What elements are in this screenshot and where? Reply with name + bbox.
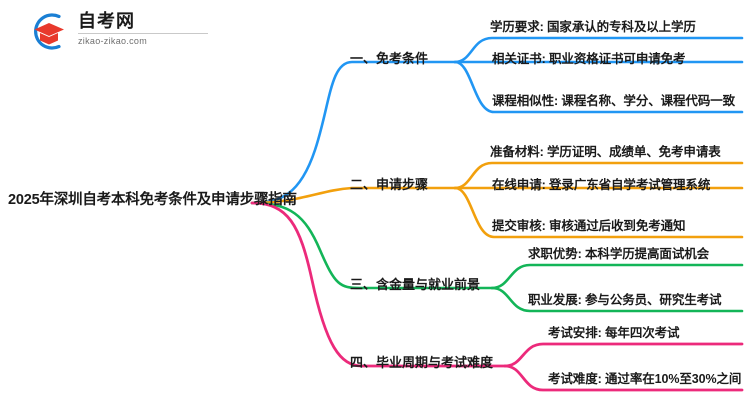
leaf-node-2-3[interactable]: 提交审核: 审核通过后收到免考通知 [492,219,686,233]
site-logo: 自考网 zikao-zikao.com [28,8,228,56]
leaf-node-2-1[interactable]: 准备材料: 学历证明、成绩单、免考申请表 [490,145,721,159]
branch-3-trunk [250,201,494,290]
branch-node-4[interactable]: 四、毕业周期与考试难度 [350,355,494,370]
leaf-node-1-3[interactable]: 课程相似性: 课程名称、学分、课程代码一致 [492,94,736,108]
leaf-node-3-2[interactable]: 职业发展: 参与公务员、研究生考试 [528,293,722,307]
mindmap-root-node[interactable]: 2025年深圳自考本科免考条件及申请步骤指南 [8,192,297,208]
logo-divider [78,33,208,34]
branch-4-leaf-1-connector [503,342,744,368]
branch-node-2[interactable]: 二、申请步骤 [350,177,429,192]
branch-3-leaf-1-connector [490,263,744,290]
leaf-node-4-1[interactable]: 考试安排: 每年四次考试 [548,326,680,340]
leaf-node-4-2[interactable]: 考试难度: 通过率在10%至30%之间 [548,372,742,386]
leaf-node-2-2[interactable]: 在线申请: 登录广东省自学考试管理系统 [492,178,711,192]
leaf-node-1-1[interactable]: 学历要求: 国家承认的专科及以上学历 [490,20,696,34]
branch-node-1[interactable]: 一、免考条件 [350,51,429,66]
logo-text: 自考网 zikao-zikao.com [78,10,228,48]
logo-title: 自考网 [78,11,135,31]
leaf-node-3-1[interactable]: 求职优势: 本科学历提高面试机会 [528,247,710,261]
branch-node-3[interactable]: 三、含金量与就业前景 [350,277,481,292]
leaf-node-1-2[interactable]: 相关证书: 职业资格证书可申请免考 [492,52,686,66]
logo-subtitle: zikao-zikao.com [78,36,148,46]
graduation-cap-logo-icon [28,10,72,52]
